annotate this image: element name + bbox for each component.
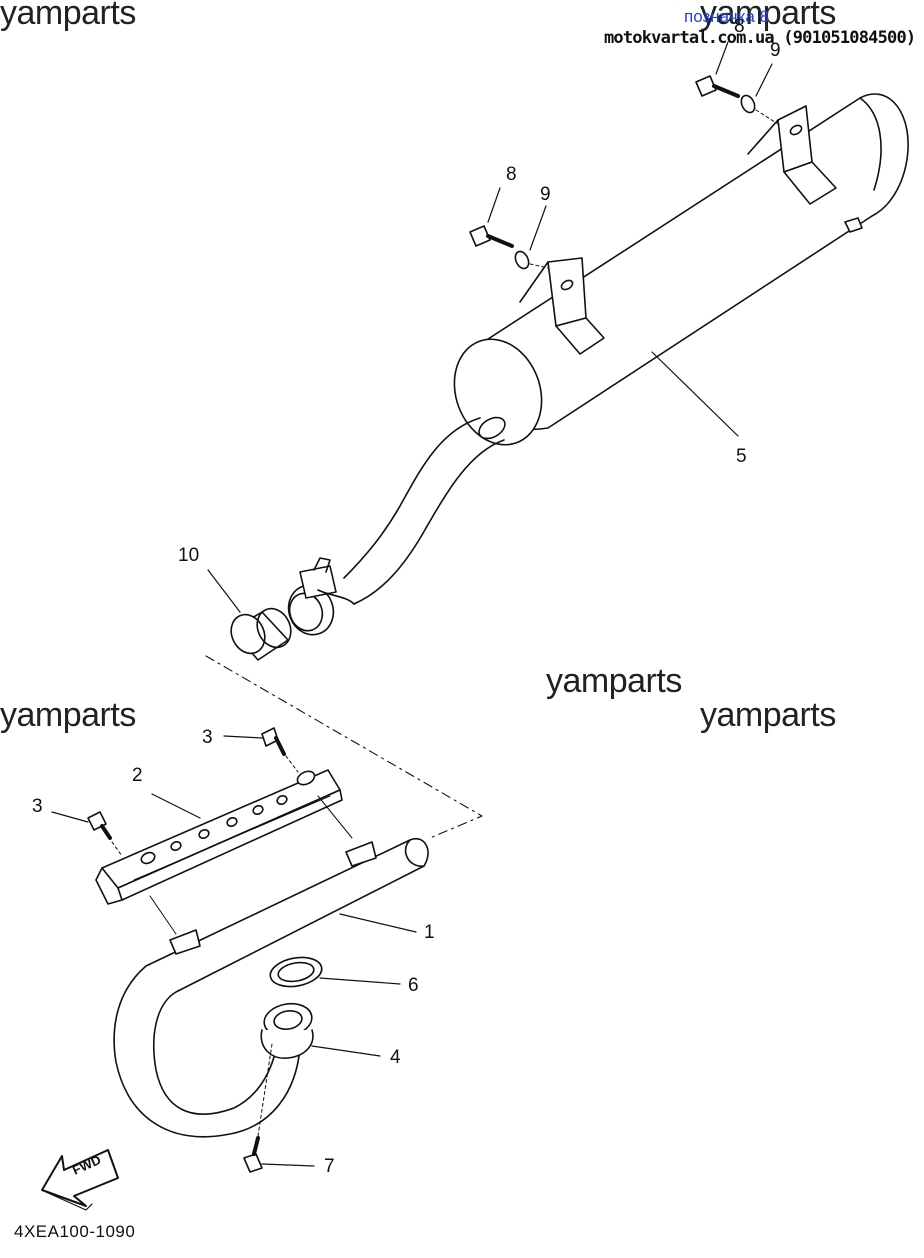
gasket-part-6 [269, 956, 401, 988]
washer-part-9-rear [740, 63, 779, 125]
screw-part-3-lower [51, 811, 123, 857]
muffler-inlet-pipe [287, 417, 505, 636]
muffler-part [453, 93, 909, 446]
bolt-part-8-rear [695, 41, 740, 98]
callout-label: 5 [736, 446, 747, 467]
callout-label: 2 [132, 765, 143, 786]
bolt-part-8-front [469, 187, 514, 248]
callout-label: 4 [390, 1047, 401, 1068]
callout-label: 9 [770, 40, 781, 61]
bolt-part-7 [243, 1043, 315, 1173]
watermark-text: yamparts [700, 696, 836, 734]
screw-part-3-upper [223, 727, 299, 773]
callout-label: 9 [540, 184, 551, 205]
callout-label: 8 [734, 16, 745, 37]
callout-label: 1 [424, 922, 435, 943]
part-tag-link[interactable]: позначка 8 [684, 7, 770, 26]
callout-label: 6 [408, 975, 419, 996]
gasket-part-10 [207, 569, 292, 661]
callout-label: 3 [202, 727, 213, 748]
diagram-code: 4XEA100-1090 [14, 1222, 136, 1241]
washer-part-9-front [514, 205, 549, 270]
site-watermark: motokvartal.com.ua (901051084500) [604, 28, 916, 48]
fwd-arrow-icon [41, 1149, 119, 1211]
watermark-text: yamparts [546, 662, 682, 700]
watermark-text: yamparts [0, 696, 136, 734]
watermark-text: yamparts [0, 0, 136, 32]
exhaust-pipe-part-1 [113, 837, 429, 1138]
callout-label: 3 [32, 796, 43, 817]
callout-label: 10 [178, 545, 200, 566]
joint-part-4 [260, 1002, 381, 1059]
callout-label: 8 [506, 164, 517, 185]
protector-part-2 [95, 769, 353, 935]
watermark-text: yamparts [700, 0, 836, 32]
callout-label: 7 [324, 1156, 335, 1177]
assembly-center-line [205, 655, 483, 839]
